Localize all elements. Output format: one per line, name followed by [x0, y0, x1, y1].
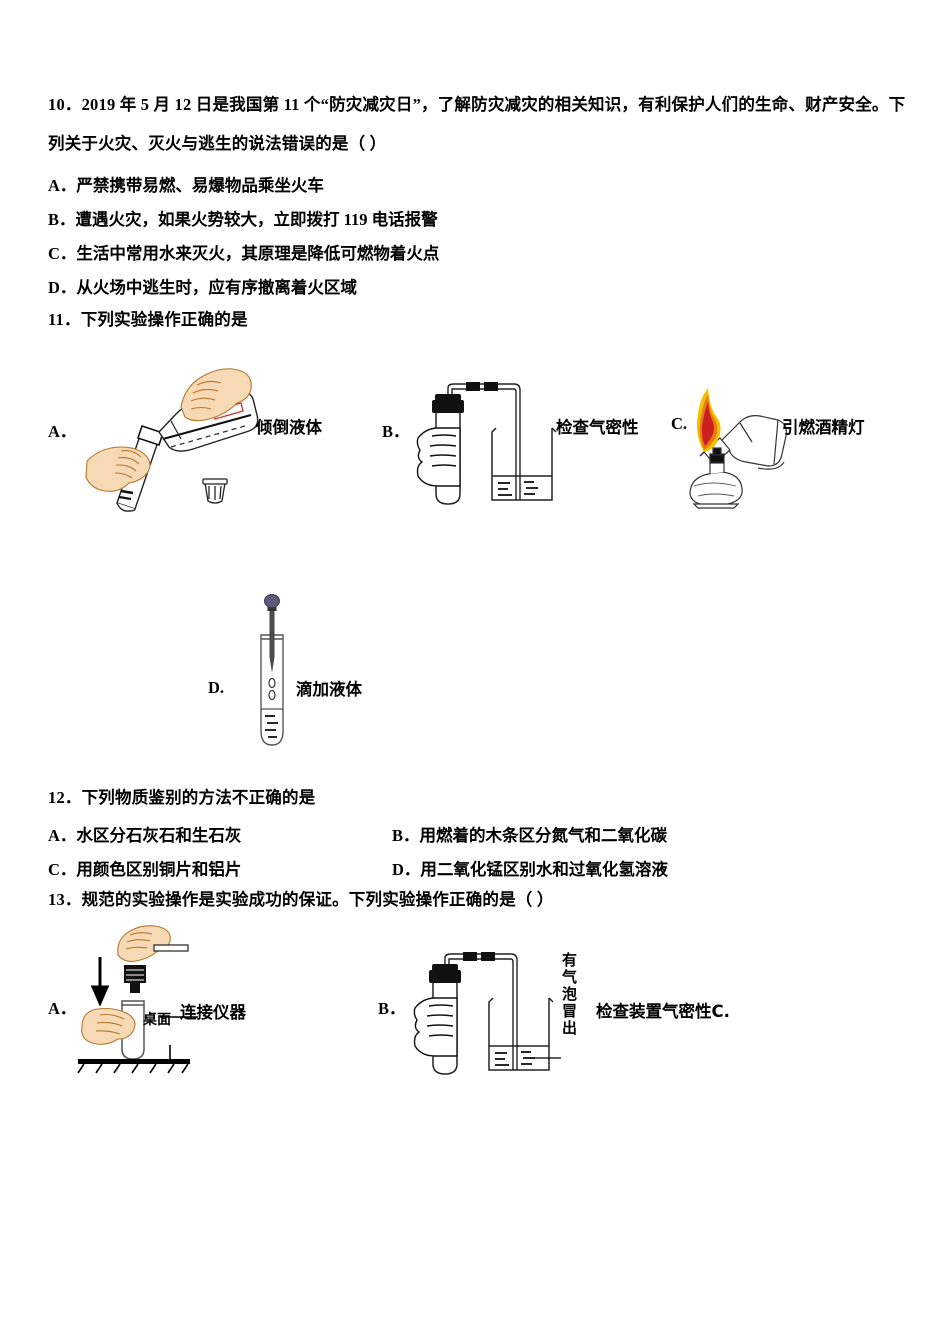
- question-12-option-b: B．用燃着的木条区分氮气和二氧化碳: [392, 826, 668, 845]
- question-11-option-b-caption: 检查气密性: [556, 418, 639, 437]
- figure-pouring-liquid: [85, 365, 260, 512]
- question-13-option-b-caption: 检查装置气密性C.: [596, 1002, 730, 1021]
- figure-adding-liquid-dropper: [248, 594, 298, 750]
- question-10-option-a: A．严禁携带易燃、易爆物品乘坐火车: [48, 176, 324, 195]
- question-12-option-c: C．用颜色区别铜片和铝片: [48, 860, 242, 879]
- question-11-stem: 11．下列实验操作正确的是: [48, 310, 248, 329]
- question-11-option-a-caption: 倾倒液体: [256, 418, 322, 437]
- question-11-option-d-letter: D.: [208, 678, 225, 697]
- figure-lighting-alcohol-lamp: [682, 382, 792, 510]
- question-10-option-c: C．生活中常用水来灭火，其原理是降低可燃物着火点: [48, 244, 440, 263]
- question-10-option-d: D．从火场中逃生时，应有序撤离着火区域: [48, 278, 357, 297]
- question-12-option-d: D．用二氧化锰区别水和过氧化氢溶液: [392, 860, 668, 879]
- question-12-stem: 12．下列物质鉴别的方法不正确的是: [48, 788, 316, 807]
- question-13-stem: 13．规范的实验操作是实验成功的保证。下列实验操作正确的是（ ）: [48, 890, 554, 909]
- figure-gas-tightness-test-2: [413, 952, 561, 1080]
- question-13-option-b-letter: B．: [378, 999, 406, 1018]
- question-13-option-a-caption: 连接仪器: [180, 1003, 246, 1022]
- figure-connecting-apparatus: [77, 925, 208, 1075]
- question-13-option-a-letter: A．: [48, 999, 77, 1018]
- question-10-stem-line1: 10．2019 年 5 月 12 日是我国第 11 个“防灾减灾日”，了解防灾减…: [48, 95, 906, 114]
- question-10-stem-line2: 列关于火灾、灭火与逃生的说法错误的是（ ）: [48, 134, 387, 153]
- question-11-option-b-letter: B．: [382, 422, 410, 441]
- figure-gas-tightness-test: [416, 382, 563, 510]
- question-11-option-d-caption: 滴加液体: [296, 680, 362, 699]
- question-11-option-c-caption: 引燃酒精灯: [782, 418, 865, 437]
- question-13-option-b-vertical-label: 有气泡冒出: [560, 952, 578, 1037]
- question-10-option-b: B．遭遇火灾，如果火势较大，立即拨打 119 电话报警: [48, 210, 438, 229]
- question-12-option-a: A．水区分石灰石和生石灰: [48, 826, 242, 845]
- question-11-option-a-letter: A．: [48, 422, 77, 441]
- question-11-option-c-letter: C.: [671, 414, 688, 433]
- question-13-option-a-inline-label: 桌面: [143, 1012, 171, 1028]
